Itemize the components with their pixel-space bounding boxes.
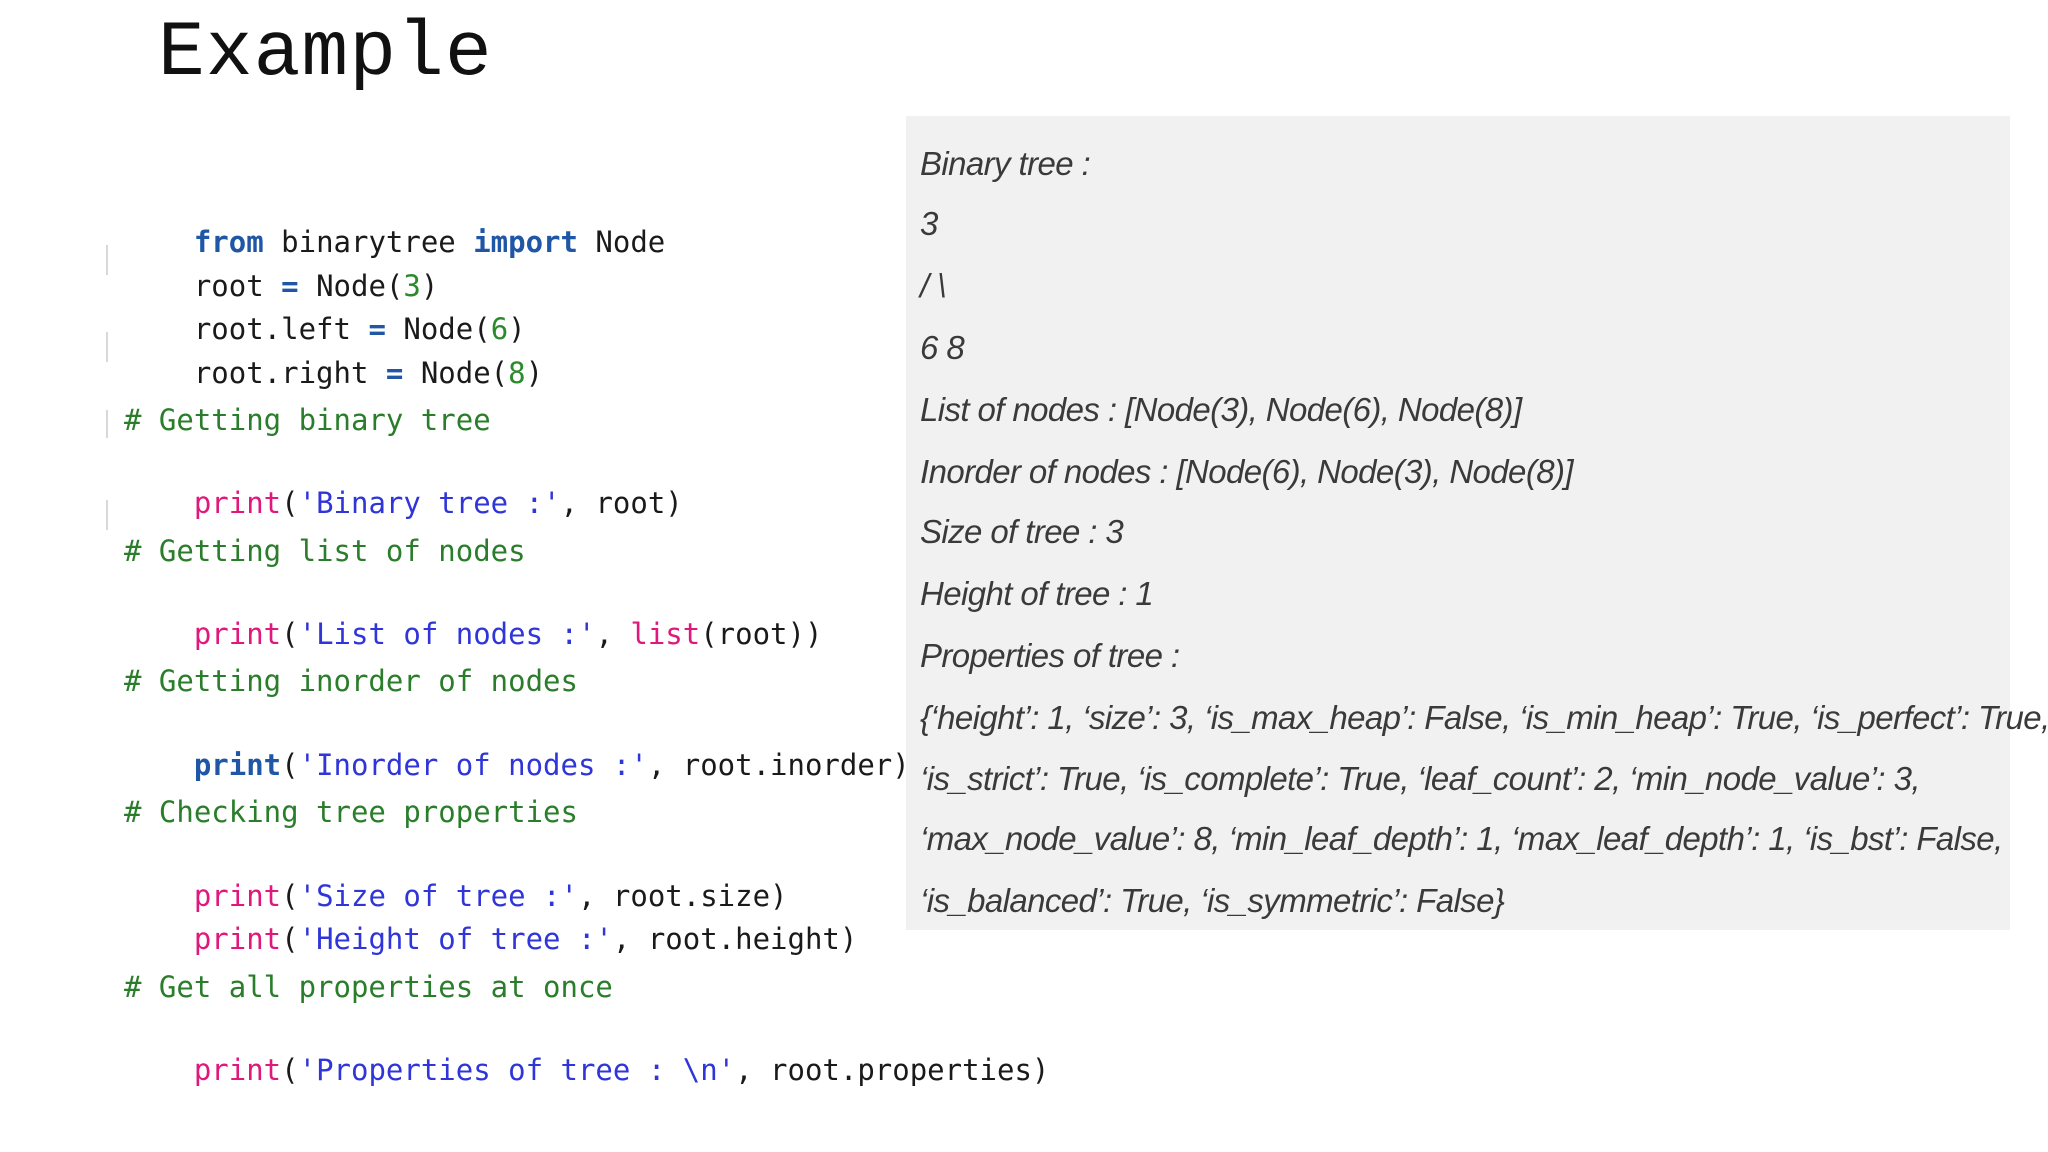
code-line-left: root.left = Node(6) bbox=[124, 269, 526, 346]
number-literal: 3 bbox=[403, 269, 421, 303]
code-text: ) bbox=[525, 356, 544, 390]
function-list: list bbox=[630, 617, 701, 651]
code-line-print-properties: print('Properties of tree : \n', root.pr… bbox=[124, 1010, 1050, 1087]
string-literal: 'Height of tree :' bbox=[298, 922, 613, 956]
code-text: , root.height) bbox=[612, 922, 858, 956]
output-line: Size of tree : 3 bbox=[920, 513, 1124, 550]
string-literal: 'List of nodes :' bbox=[298, 617, 596, 651]
code-text: , root.size) bbox=[577, 879, 788, 913]
code-text: , root.properties) bbox=[735, 1053, 1050, 1087]
assign-operator: = bbox=[368, 312, 386, 346]
keyword-from: from bbox=[193, 225, 264, 259]
code-snippet: from binarytree import Node root = Node(… bbox=[124, 0, 1049, 1087]
output-line: List of nodes : [Node(3), Node(6), Node(… bbox=[920, 391, 1522, 428]
output-line: / \ bbox=[920, 267, 946, 304]
code-text: , root) bbox=[560, 486, 683, 520]
code-comment: # Getting list of nodes bbox=[124, 534, 526, 568]
code-comment: # Getting binary tree bbox=[124, 403, 491, 437]
function-print: print bbox=[193, 486, 282, 520]
code-text: root bbox=[193, 269, 282, 303]
code-text: ( bbox=[281, 1053, 299, 1087]
module-name: binarytree bbox=[263, 225, 474, 259]
function-print: print bbox=[193, 617, 282, 651]
string-literal: 'Size of tree :' bbox=[298, 879, 578, 913]
code-text: ) bbox=[420, 269, 439, 303]
code-text: Node( bbox=[298, 269, 404, 303]
string-literal: 'Inorder of nodes :' bbox=[298, 748, 648, 782]
output-line: Properties of tree : bbox=[920, 637, 1180, 674]
slide-title: Example bbox=[158, 10, 493, 98]
output-line: Binary tree : bbox=[920, 145, 1091, 182]
keyword-import: import bbox=[473, 225, 578, 259]
function-print: print bbox=[193, 748, 282, 782]
output-line: Inorder of nodes : [Node(6), Node(3), No… bbox=[920, 453, 1574, 490]
output-line: Height of tree : 1 bbox=[920, 575, 1154, 612]
code-line-print-size: print('Size of tree :', root.size) bbox=[124, 836, 788, 913]
number-literal: 8 bbox=[508, 356, 526, 390]
output-panel: Binary tree : 3 / \ 6 8 List of nodes : … bbox=[906, 116, 2048, 930]
code-text: root.right bbox=[193, 356, 386, 390]
code-text: (root)) bbox=[700, 617, 823, 651]
output-line: 6 8 bbox=[920, 329, 965, 366]
output-line: ‘is_strict’: True, ‘is_complete’: True, … bbox=[920, 760, 1921, 797]
function-print: print bbox=[193, 922, 282, 956]
string-literal: 'Binary tree :' bbox=[298, 486, 561, 520]
code-text: Node( bbox=[403, 356, 509, 390]
code-text: , bbox=[595, 617, 631, 651]
string-literal: 'Properties of tree : \n' bbox=[298, 1053, 736, 1087]
code-text: ( bbox=[281, 922, 299, 956]
code-comment: # Get all properties at once bbox=[124, 970, 613, 1004]
function-print: print bbox=[193, 879, 282, 913]
code-line-print-height: print('Height of tree :', root.height) bbox=[124, 879, 858, 956]
code-line-print-list: print('List of nodes :', list(root)) bbox=[124, 574, 823, 651]
code-text: root.left bbox=[193, 312, 369, 346]
output-line: ‘max_node_value’: 8, ‘min_leaf_depth’: 1… bbox=[920, 820, 2003, 857]
number-literal: 6 bbox=[490, 312, 509, 346]
output-line: {‘height’: 1, ‘size’: 3, ‘is_max_heap’: … bbox=[920, 699, 2048, 736]
assign-operator: = bbox=[281, 269, 299, 303]
code-line-root: root = Node(3) bbox=[124, 226, 438, 303]
code-text: , root.inorder) bbox=[647, 748, 910, 782]
code-text: ( bbox=[281, 486, 299, 520]
function-print: print bbox=[193, 1053, 282, 1087]
code-text: ) bbox=[508, 312, 526, 346]
code-line-import: from binarytree import Node bbox=[124, 182, 665, 259]
code-line-print-binary: print('Binary tree :', root) bbox=[124, 443, 683, 520]
code-text: ( bbox=[281, 748, 299, 782]
gutter-mark bbox=[106, 500, 108, 530]
output-line: 3 bbox=[920, 205, 938, 242]
code-comment: # Getting inorder of nodes bbox=[124, 664, 578, 698]
code-text: ( bbox=[281, 879, 299, 913]
output-line: ‘is_balanced’: True, ‘is_symmetric’: Fal… bbox=[920, 882, 1505, 919]
code-line-print-inorder: print('Inorder of nodes :', root.inorder… bbox=[124, 705, 910, 782]
code-text: ( bbox=[281, 617, 299, 651]
code-line-right: root.right = Node(8) bbox=[124, 313, 543, 390]
code-comment: # Checking tree properties bbox=[124, 795, 578, 829]
assign-operator: = bbox=[385, 356, 404, 390]
code-text: Node( bbox=[385, 312, 491, 346]
gutter-mark bbox=[106, 332, 108, 362]
gutter-mark bbox=[106, 410, 108, 438]
import-name: Node bbox=[577, 225, 666, 259]
gutter-mark bbox=[106, 245, 108, 275]
